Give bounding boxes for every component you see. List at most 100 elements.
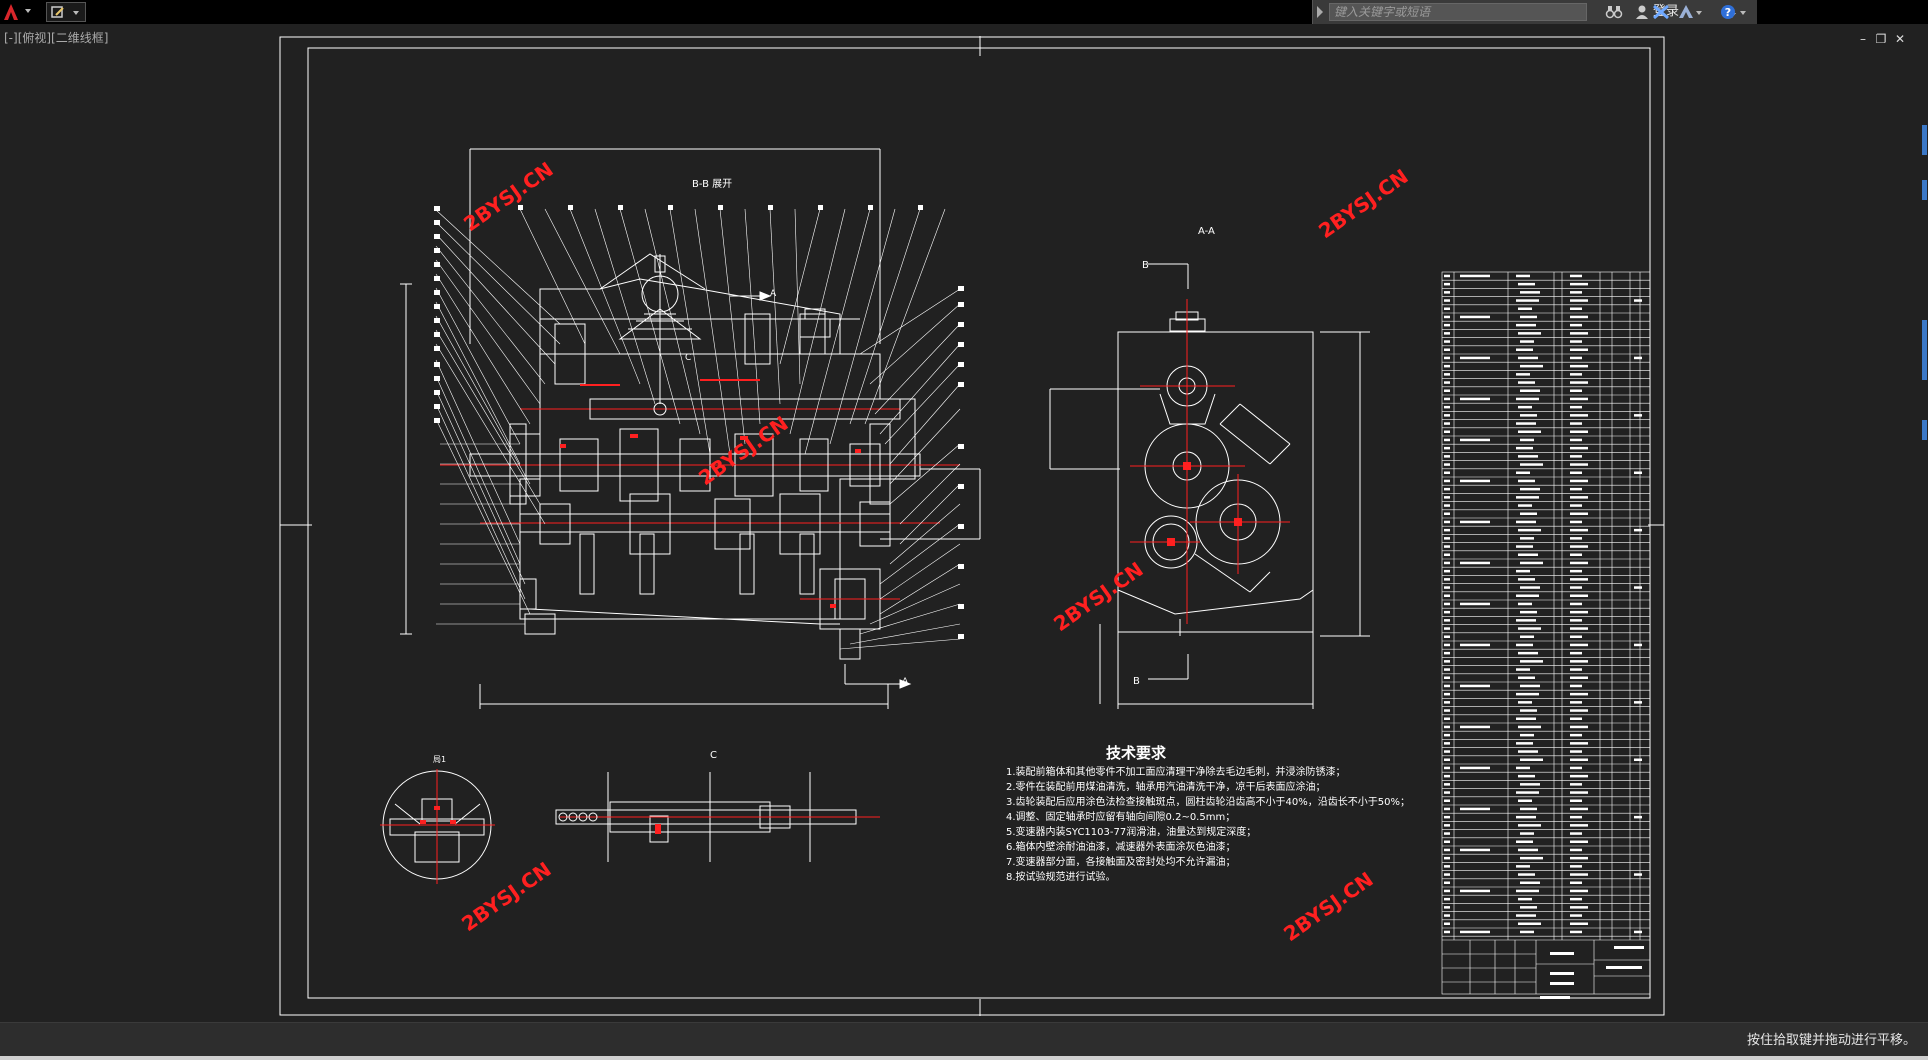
taskbar-strip [0,1056,1928,1060]
section-hatch-highlights [560,379,861,608]
bom-name-mark [1516,643,1533,647]
bom-index-mark [1444,373,1450,376]
bom-note-mark [1634,586,1642,589]
viewport-controls-label[interactable]: [-][俯视][二维线框] [4,31,109,45]
help-icon[interactable]: ? [1720,4,1748,20]
bom-code-mark [1460,315,1490,319]
bom-material-mark [1570,463,1588,466]
bom-material-mark [1570,758,1588,761]
bom-material-mark [1570,364,1588,368]
section-bb-label: B-B 展开 [692,178,732,190]
svg-text:?: ? [1725,6,1731,19]
detail-c-view [555,772,880,862]
autodesk-a360-icon[interactable] [1678,4,1704,20]
bom-code-mark [1460,356,1490,360]
bom-index-mark [1444,578,1450,581]
bom-material-mark [1570,578,1588,581]
bom-index-mark [1444,471,1450,474]
restore-drawing-icon[interactable]: ❐ [1875,32,1887,46]
bom-name-mark [1516,422,1536,425]
bom-name-mark [1516,840,1533,843]
bom-note-mark [1634,299,1642,302]
bom-name-mark [1518,430,1541,433]
search-input[interactable] [1329,3,1587,21]
detail-circle-label: 局1 [433,755,446,764]
bom-material-mark [1570,389,1582,392]
bom-index-mark [1444,873,1450,876]
drawing-canvas[interactable]: B-B 展开 A C A [0,24,1928,1022]
bom-name-mark [1518,651,1538,655]
bom-name-mark [1516,323,1536,327]
bom-index-mark [1444,848,1450,852]
bom-material-mark [1570,586,1582,589]
bom-name-mark [1520,783,1540,786]
bom-material-mark [1570,676,1588,679]
bom-code-mark [1460,602,1490,606]
exchange-icon[interactable] [1652,4,1670,20]
bom-material-mark [1570,274,1582,278]
bom-material-mark [1570,315,1588,319]
bom-material-mark [1570,643,1588,647]
bom-name-mark [1516,520,1536,524]
bom-material-mark [1570,807,1588,811]
arrow-a-label-top: A [770,289,777,299]
tech-req-line-3: 3.齿轮装配后应用涂色法检查接触斑点，圆柱齿轮沿齿高不小于40%，沿齿长不小于5… [1006,795,1410,808]
tech-req-line-8: 8.按试验规范进行试验。 [1006,870,1116,883]
watermark-6: 2BYSJ.CN [1279,867,1377,946]
section-aa-centerlines [1130,299,1290,624]
bom-name-mark [1518,455,1538,458]
bom-index-mark [1444,545,1450,548]
bom-name-mark [1520,709,1537,712]
bom-material-mark [1570,824,1588,827]
bom-name-mark [1516,471,1530,474]
bom-material-mark [1570,537,1582,540]
user-icon[interactable] [1635,4,1649,20]
bom-index-mark [1444,889,1450,893]
quick-access-toolbar-button[interactable] [46,2,86,22]
bom-index-mark [1444,340,1450,343]
bom-name-mark [1518,701,1532,704]
bom-material-mark [1570,725,1588,729]
bom-index-mark [1444,856,1450,860]
bom-material-mark [1570,381,1588,384]
bom-name-mark [1520,389,1540,392]
bom-name-mark [1520,586,1540,589]
bom-name-mark [1520,660,1543,663]
bom-material-mark [1570,684,1582,688]
bom-material-mark [1570,856,1588,860]
watermark-3: 2BYSJ.CN [694,411,792,490]
close-drawing-icon[interactable]: ✕ [1894,32,1906,46]
bom-index-mark [1444,897,1450,901]
minimize-drawing-icon[interactable]: – [1860,32,1866,46]
bom-index-mark [1444,405,1450,409]
bom-index-mark [1444,635,1450,638]
bom-material-mark [1570,865,1582,868]
bom-material-mark [1570,528,1588,532]
bom-index-mark [1444,479,1450,483]
bom-material-mark [1570,348,1588,351]
bom-name-mark [1516,766,1530,770]
search-expand-icon[interactable] [1317,6,1323,18]
bom-name-mark [1520,315,1537,319]
bom-material-mark [1570,430,1588,433]
bom-name-mark [1520,364,1543,368]
bom-code-mark [1460,520,1490,524]
scrollbar[interactable] [1918,120,1928,520]
tech-req-title: 技术要求 [1106,744,1167,762]
autocad-logo-icon [4,4,31,20]
bom-material-mark [1570,930,1582,934]
bom-note-mark [1634,873,1642,876]
bom-index-mark [1444,561,1450,565]
bom-name-mark [1520,684,1540,688]
application-menu-button[interactable] [0,0,38,24]
bom-material-mark [1570,405,1582,409]
bom-material-mark [1570,504,1582,507]
leader-lines-main [435,208,961,650]
bom-code-mark [1460,561,1490,565]
bom-index-mark [1444,709,1450,712]
arrow-b-label-top: B [1142,260,1149,271]
binoculars-icon[interactable] [1605,4,1623,20]
bom-material-mark [1570,832,1582,835]
bom-code-mark [1460,684,1490,688]
bom-name-mark [1518,405,1532,409]
